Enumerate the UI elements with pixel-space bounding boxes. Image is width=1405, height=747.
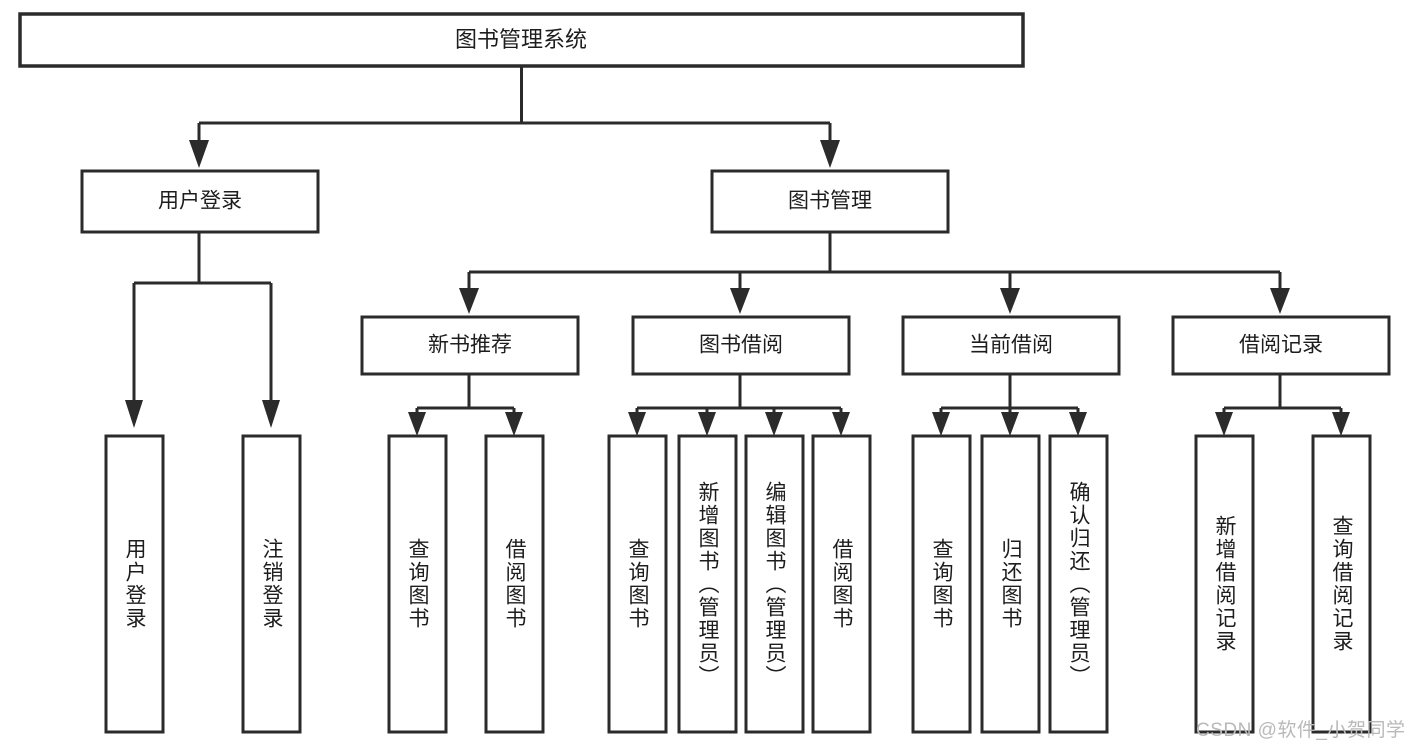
- node-root-box[interactable]: [18, 12, 1025, 68]
- leaf-box-book-borrow-0[interactable]: [607, 434, 668, 734]
- leaf-box-book-borrow-3[interactable]: [811, 434, 872, 734]
- leaf-box-book-borrow-2[interactable]: [744, 434, 805, 734]
- leaf-box-new-book-1[interactable]: [484, 434, 545, 734]
- connector-userlogin-to-leaves: [125, 232, 280, 428]
- node-book-management-box[interactable]: [710, 169, 950, 234]
- arrow-head-icon: [1001, 412, 1019, 436]
- arrow-head-icon: [408, 412, 426, 436]
- arrow-head-icon: [1332, 412, 1350, 436]
- arrow-head-icon: [262, 400, 280, 428]
- arrow-head-icon: [459, 288, 479, 314]
- node-book-borrow-label: 图书借阅: [699, 334, 783, 357]
- node-current-borrow-label: 当前借阅: [969, 334, 1053, 357]
- connector-currentborrow-to-leaves: [932, 374, 1087, 436]
- arrow-head-icon: [125, 400, 143, 428]
- arrow-head-icon: [698, 412, 716, 436]
- arrow-head-icon: [1215, 412, 1233, 436]
- node-root-label: 图书管理系统: [455, 27, 587, 52]
- arrow-head-icon: [730, 288, 750, 314]
- node-new-book-recommend-box[interactable]: [360, 315, 580, 376]
- arrow-head-icon: [505, 412, 523, 436]
- node-current-borrow-box[interactable]: [901, 315, 1121, 376]
- arrow-head-icon: [1000, 288, 1020, 314]
- connector-newbook-to-leaves: [408, 374, 523, 436]
- arrow-head-icon: [189, 140, 209, 168]
- connector-bookmgmt-to-level3: [459, 232, 1290, 314]
- node-new-book-recommend[interactable]: 新书推荐: [360, 315, 580, 376]
- leaf-box-book-borrow-1[interactable]: [677, 434, 738, 734]
- arrow-head-icon: [1069, 412, 1087, 436]
- node-user-login-box[interactable]: [80, 169, 320, 234]
- node-new-book-recommend-label: 新书推荐: [428, 334, 512, 357]
- node-book-borrow[interactable]: 图书借阅: [631, 315, 851, 376]
- node-user-login-label: 用户登录: [158, 190, 242, 213]
- watermark-text: CSDN @软件_小贺同学: [1196, 720, 1405, 741]
- node-book-borrow-box[interactable]: [631, 315, 851, 376]
- node-borrow-record-box[interactable]: [1171, 315, 1391, 376]
- node-borrow-record[interactable]: 借阅记录: [1171, 315, 1391, 376]
- connector-bookborrow-to-leaves: [628, 374, 850, 436]
- leaf-box-current-borrow-0[interactable]: [911, 434, 972, 734]
- leaf-box-borrow-record-0[interactable]: [1194, 434, 1255, 734]
- arrow-head-icon: [820, 140, 840, 168]
- node-current-borrow[interactable]: 当前借阅: [901, 315, 1121, 376]
- leaf-box-user-login-1[interactable]: [241, 434, 302, 734]
- leaf-box-new-book-0[interactable]: [387, 434, 448, 734]
- arrow-head-icon: [832, 412, 850, 436]
- arrow-head-icon: [765, 412, 783, 436]
- leaf-box-current-borrow-1[interactable]: [980, 434, 1041, 734]
- node-user-login[interactable]: 用户登录: [80, 169, 320, 234]
- node-book-management-label: 图书管理: [788, 190, 872, 213]
- arrow-head-icon: [628, 412, 646, 436]
- node-borrow-record-label: 借阅记录: [1239, 334, 1323, 357]
- arrow-head-icon: [1270, 288, 1290, 314]
- connector-root-to-level2: [189, 66, 840, 168]
- leaf-box-user-login-0[interactable]: [104, 434, 165, 734]
- node-root[interactable]: 图书管理系统: [18, 12, 1025, 68]
- connector-borrowrecord-to-leaves: [1215, 374, 1350, 436]
- arrow-head-icon: [932, 412, 950, 436]
- leaf-box-current-borrow-2[interactable]: [1048, 434, 1109, 734]
- node-book-management[interactable]: 图书管理: [710, 169, 950, 234]
- leaf-box-borrow-record-1[interactable]: [1311, 434, 1372, 734]
